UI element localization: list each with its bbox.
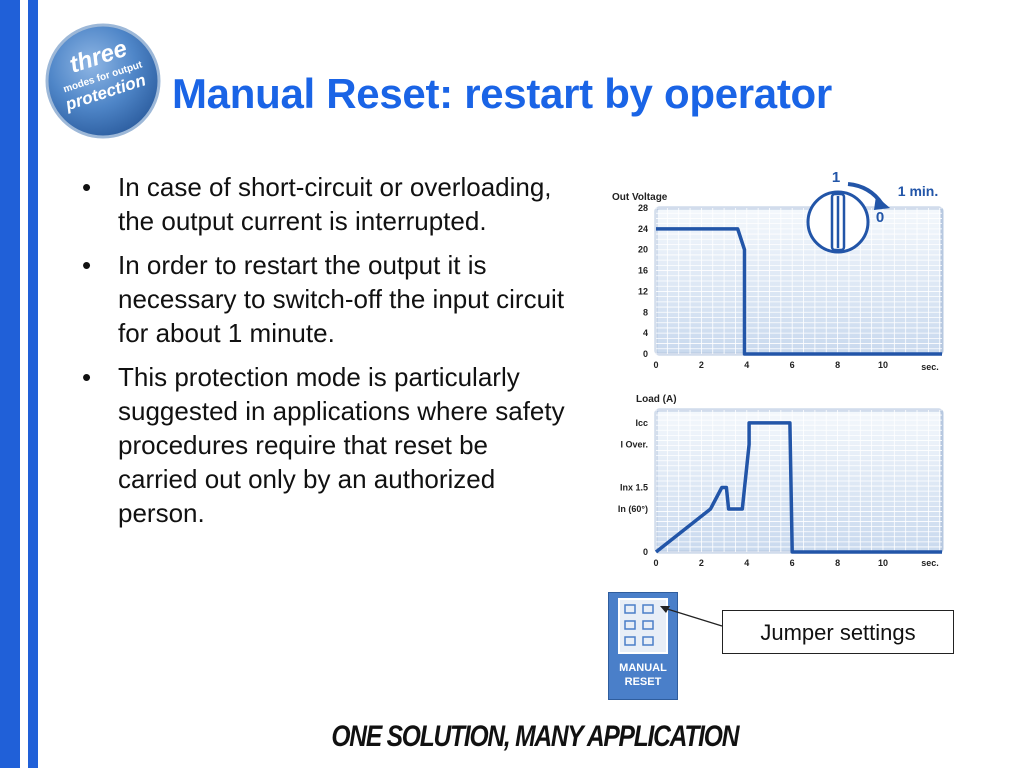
x-tick-label: 10 bbox=[878, 558, 888, 568]
y-tick-label: 0 bbox=[643, 547, 648, 557]
y-tick-label: 20 bbox=[638, 245, 648, 255]
timer-on-label: 1 bbox=[832, 169, 840, 186]
series-line bbox=[656, 227, 942, 356]
y-tick-label: Inx 1.5 bbox=[620, 482, 648, 492]
timer-switch-icon: 1 0 1 min. bbox=[806, 169, 938, 254]
x-tick-label: 8 bbox=[835, 360, 840, 370]
x-tick-label: 4 bbox=[744, 360, 749, 370]
left-accent-bar bbox=[0, 0, 20, 768]
x-tick-label: 0 bbox=[653, 558, 658, 568]
chart-title: Out Voltage bbox=[612, 192, 668, 203]
timer-duration-label: 1 min. bbox=[898, 183, 938, 199]
y-tick-label: Icc bbox=[635, 418, 648, 428]
y-tick-label: 28 bbox=[638, 203, 648, 213]
x-axis-label: sec. bbox=[921, 558, 939, 568]
callout-arrow-icon bbox=[660, 606, 723, 627]
reset-label-line-2: RESET bbox=[625, 676, 662, 688]
page-title: Manual Reset: restart by operator bbox=[172, 70, 832, 117]
reset-label-line-1: MANUAL bbox=[619, 662, 667, 674]
x-tick-label: 2 bbox=[699, 558, 704, 568]
footer-tagline: ONE SOLUTION, MANY APPLICATION bbox=[331, 720, 739, 753]
chart-title: Load (A) bbox=[636, 394, 677, 405]
x-tick-label: 4 bbox=[744, 558, 749, 568]
x-tick-label: 6 bbox=[790, 558, 795, 568]
x-tick-label: 6 bbox=[790, 360, 795, 370]
bullet-item: In order to restart the output it is nec… bbox=[70, 248, 570, 350]
y-tick-label: In (60°) bbox=[618, 504, 648, 514]
three-modes-badge-icon: three modes for output protection bbox=[45, 23, 161, 139]
y-tick-label: 4 bbox=[643, 328, 648, 338]
axis-ticks: 0 2 4 6 8 10 0 In (60°) Inx 1.5 I Over. Icc bbox=[618, 418, 888, 568]
timer-off-label: 0 bbox=[876, 209, 884, 226]
x-tick-label: 8 bbox=[835, 558, 840, 568]
jumper-grid-icon: MANUAL RESET bbox=[618, 598, 668, 688]
x-tick-label: 2 bbox=[699, 360, 704, 370]
load-chart: Load (A) 0 2 4 6 8 10 0 In (60°) Inx 1.5 I Over. I… bbox=[618, 394, 944, 568]
y-tick-label: 0 bbox=[643, 349, 648, 359]
y-tick-label: 24 bbox=[638, 224, 648, 234]
y-tick-label: I Over. bbox=[620, 439, 648, 449]
x-tick-label: 10 bbox=[878, 360, 888, 370]
bullet-item: This protection mode is particularly sug… bbox=[70, 360, 570, 530]
bullet-list: In case of short-circuit or overloading,… bbox=[70, 170, 570, 540]
series-line bbox=[654, 421, 942, 554]
jumper-settings-callout: Jumper settings bbox=[722, 610, 954, 654]
y-tick-label: 12 bbox=[638, 286, 648, 296]
left-accent-gap bbox=[20, 0, 28, 768]
x-tick-label: 0 bbox=[653, 360, 658, 370]
y-tick-label: 16 bbox=[638, 266, 648, 276]
bullet-item: In case of short-circuit or overloading,… bbox=[70, 170, 570, 238]
grid bbox=[655, 207, 942, 355]
y-tick-label: 8 bbox=[643, 307, 648, 317]
x-axis-label: sec. bbox=[921, 362, 939, 372]
left-accent-bar-inner bbox=[28, 0, 38, 768]
grid bbox=[655, 409, 942, 553]
